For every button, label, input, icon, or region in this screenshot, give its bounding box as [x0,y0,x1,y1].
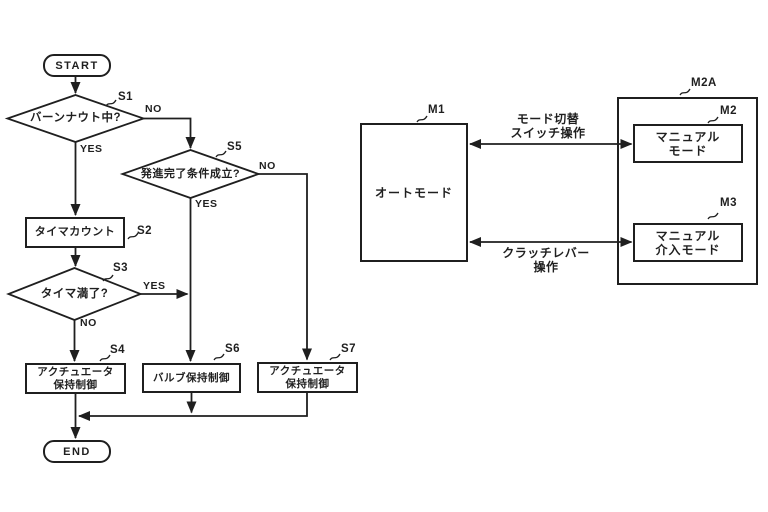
edge-s5-no-s7 [258,173,312,361]
leader-s3 [102,274,114,282]
manual-intervention-box-m3: マニュアル 介入モード [633,223,743,262]
decision-diamond-s5 [119,149,262,199]
ref-label-s6: S6 [225,343,241,355]
s1-yes-label: YES [80,143,103,155]
leader-s1 [105,99,117,107]
leader-s4 [99,354,111,362]
ref-label-m2: M2 [720,105,737,117]
edge-s7-join [78,393,308,421]
ref-label-m2a: M2A [691,77,717,89]
mode-switch-arrow-label: モード切替 スイッチ操作 [510,112,586,140]
edge-s1-no-s5 [143,117,196,149]
ref-label-s3: S3 [113,262,129,274]
leader-s7 [329,353,341,361]
ref-label-s7: S7 [341,343,357,355]
leader-m3 [707,212,719,220]
end-terminal: END [43,440,111,463]
decision-diamond-s1 [4,94,147,143]
clutch-lever-arrow-label: クラッチレバー 操作 [502,246,590,274]
mode-group-frame-m2a [617,97,758,285]
leader-m1 [416,115,428,123]
s5-no-label: NO [259,160,276,172]
leader-m2 [707,116,719,124]
ref-label-s1: S1 [118,91,134,103]
s5-yes-label: YES [195,198,218,210]
leader-s2 [127,232,139,240]
decision-diamond-s3 [6,267,143,321]
start-label: START [55,59,99,72]
s3-yes-label: YES [143,280,166,292]
decision-s3-text: タイマ満了? [40,288,109,300]
process-s6: バルブ保持制御 [142,363,241,393]
decision-s5-text: 発進完了条件成立? [140,168,241,180]
decision-s1-text: バーンナウト中? [30,112,121,124]
manual-mode-box-m2: マニュアル モード [633,124,743,163]
ref-label-m3: M3 [720,197,737,209]
ref-label-s2: S2 [137,225,153,237]
process-s7: アクチュエータ 保持制御 [257,362,358,393]
start-terminal: START [43,54,111,77]
end-label: END [63,445,91,458]
ref-label-m1: M1 [428,104,445,116]
leader-m2a [679,88,691,96]
ref-label-s5: S5 [227,141,243,153]
leader-s6 [213,353,225,361]
ref-label-s4: S4 [110,344,126,356]
leader-s5 [215,150,227,158]
s3-no-label: NO [80,317,97,329]
s1-no-label: NO [145,103,162,115]
process-s4: アクチュエータ 保持制御 [25,363,126,394]
process-s2: タイマカウント [25,217,125,248]
auto-mode-box-m1: オートモード [360,123,468,262]
